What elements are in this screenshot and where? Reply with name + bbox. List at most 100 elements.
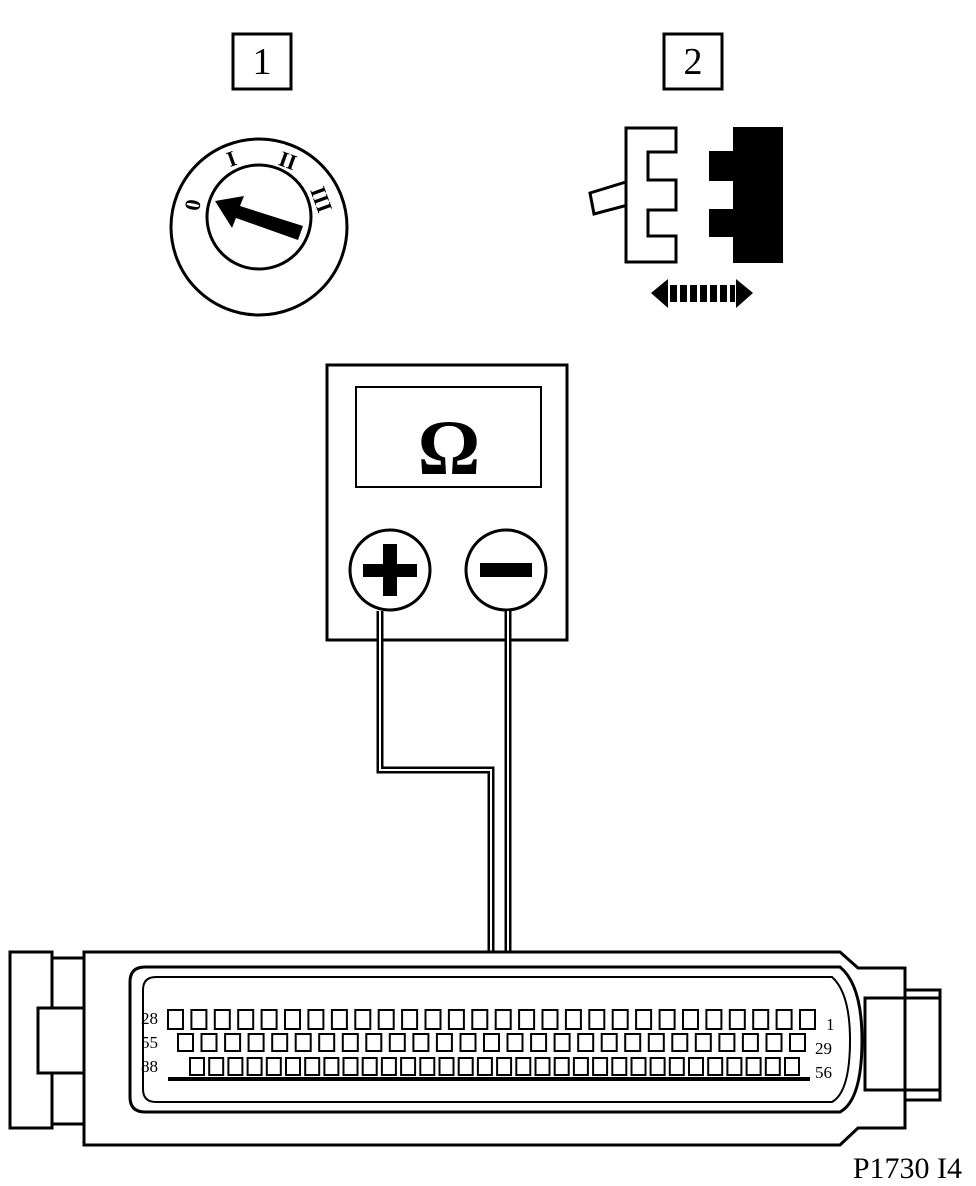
pin-cavity [789, 1033, 806, 1052]
pin-cavity [649, 1057, 666, 1076]
pin-row-1 [167, 1009, 816, 1030]
step-2-label: 2 [662, 32, 724, 91]
pin-cavity [341, 1033, 359, 1052]
pin-cavity [728, 1009, 746, 1030]
pin-cavity [459, 1033, 477, 1052]
pin-label-88: 88 [141, 1057, 158, 1076]
key-arrow-icon [215, 196, 303, 240]
ignition-switch-icon: 0 I II III [169, 137, 349, 317]
pin-cavity [388, 1033, 406, 1052]
pin-cavity [764, 1057, 781, 1076]
pin-cavity [588, 1009, 606, 1030]
pin-cavity [541, 1009, 559, 1030]
pin-cavity [635, 1009, 653, 1030]
pin-cavity [553, 1033, 571, 1052]
pin-label-29: 29 [815, 1039, 832, 1058]
pin-cavity [718, 1033, 736, 1052]
pin-cavity [647, 1033, 665, 1052]
pin-cavity [476, 1057, 493, 1076]
pin-cavity [611, 1009, 629, 1030]
pin-cavity [438, 1057, 455, 1076]
pin-cavity [190, 1009, 208, 1030]
ohm-symbol: Ω [418, 404, 480, 491]
pin-cavity [534, 1057, 551, 1076]
pin-cavity [765, 1033, 783, 1052]
pin-cavity [671, 1033, 689, 1052]
pin-cavity [213, 1009, 231, 1030]
pin-cavity [419, 1057, 436, 1076]
ecu-connector: 28 1 55 29 88 56 [8, 950, 942, 1147]
pin-cavity [307, 1009, 325, 1030]
pin-cavity [600, 1033, 618, 1052]
pin-cavity [424, 1009, 442, 1030]
pin-cavity [401, 1009, 419, 1030]
pin-cavity [799, 1009, 816, 1030]
pin-cavity [572, 1057, 589, 1076]
pin-cavity [471, 1009, 489, 1030]
pin-cavity [361, 1057, 378, 1076]
pin-cavity [342, 1057, 359, 1076]
pin-cavity [518, 1009, 536, 1030]
pin-cavity [707, 1057, 724, 1076]
disconnect-connector-icon [588, 126, 783, 308]
pin-cavity [483, 1033, 500, 1052]
pin-cavity [304, 1057, 321, 1076]
pin-cavity [294, 1033, 312, 1052]
step-1-number: 1 [253, 41, 272, 83]
pin-cavity [377, 1009, 395, 1030]
pin-cavity [285, 1057, 301, 1076]
negative-terminal [464, 528, 548, 612]
pin-label-28: 28 [141, 1009, 158, 1028]
pin-cavity [577, 1033, 595, 1052]
pin-cavity [658, 1009, 676, 1030]
pin-cavity [611, 1057, 628, 1076]
pin-row-3 [189, 1057, 800, 1076]
positive-terminal [348, 528, 432, 612]
step-1-label: 1 [231, 32, 293, 91]
pin-cavity [330, 1009, 348, 1030]
pin-cavity [354, 1009, 372, 1030]
pin-row-2 [177, 1033, 806, 1052]
pin-cavity [668, 1057, 685, 1076]
pin-cavity [506, 1033, 524, 1052]
pin-cavity [530, 1033, 548, 1052]
pin-cavity [457, 1057, 474, 1076]
pin-label-1: 1 [826, 1015, 835, 1034]
pin-cavity [564, 1009, 582, 1030]
pin-cavity [630, 1057, 647, 1076]
pin-cavity [688, 1057, 704, 1076]
pin-cavity [260, 1009, 278, 1030]
pin-cavity [246, 1057, 263, 1076]
pin-cavity [177, 1033, 194, 1052]
pin-cavity [189, 1057, 205, 1076]
pin-cavity [745, 1057, 762, 1076]
pin-cavity [726, 1057, 743, 1076]
pin-cavity [682, 1009, 699, 1030]
pin-cavity [318, 1033, 336, 1052]
pin-cavity [412, 1033, 430, 1052]
pin-cavity [784, 1057, 800, 1076]
pin-cavity [494, 1009, 512, 1030]
pin-cavity [694, 1033, 712, 1052]
pin-cavity [515, 1057, 532, 1076]
pin-cavity [323, 1057, 340, 1076]
position-0: 0 [179, 197, 206, 212]
pin-cavity [592, 1057, 609, 1076]
pin-cavity [752, 1009, 770, 1030]
pin-cavity [400, 1057, 417, 1076]
pin-cavity [741, 1033, 759, 1052]
pin-cavity [775, 1009, 793, 1030]
pin-cavity [224, 1033, 242, 1052]
pin-cavity [208, 1057, 225, 1076]
pin-cavity [227, 1057, 244, 1076]
pin-label-55: 55 [141, 1033, 158, 1052]
pin-cavity [271, 1033, 289, 1052]
figure-reference: P1730 I4 [853, 1152, 962, 1185]
pin-cavity [447, 1009, 465, 1030]
pin-label-56: 56 [815, 1063, 832, 1082]
pin-cavity [496, 1057, 513, 1076]
pin-cavity [624, 1033, 642, 1052]
pin-cavity [200, 1033, 218, 1052]
pin-cavity [380, 1057, 397, 1076]
